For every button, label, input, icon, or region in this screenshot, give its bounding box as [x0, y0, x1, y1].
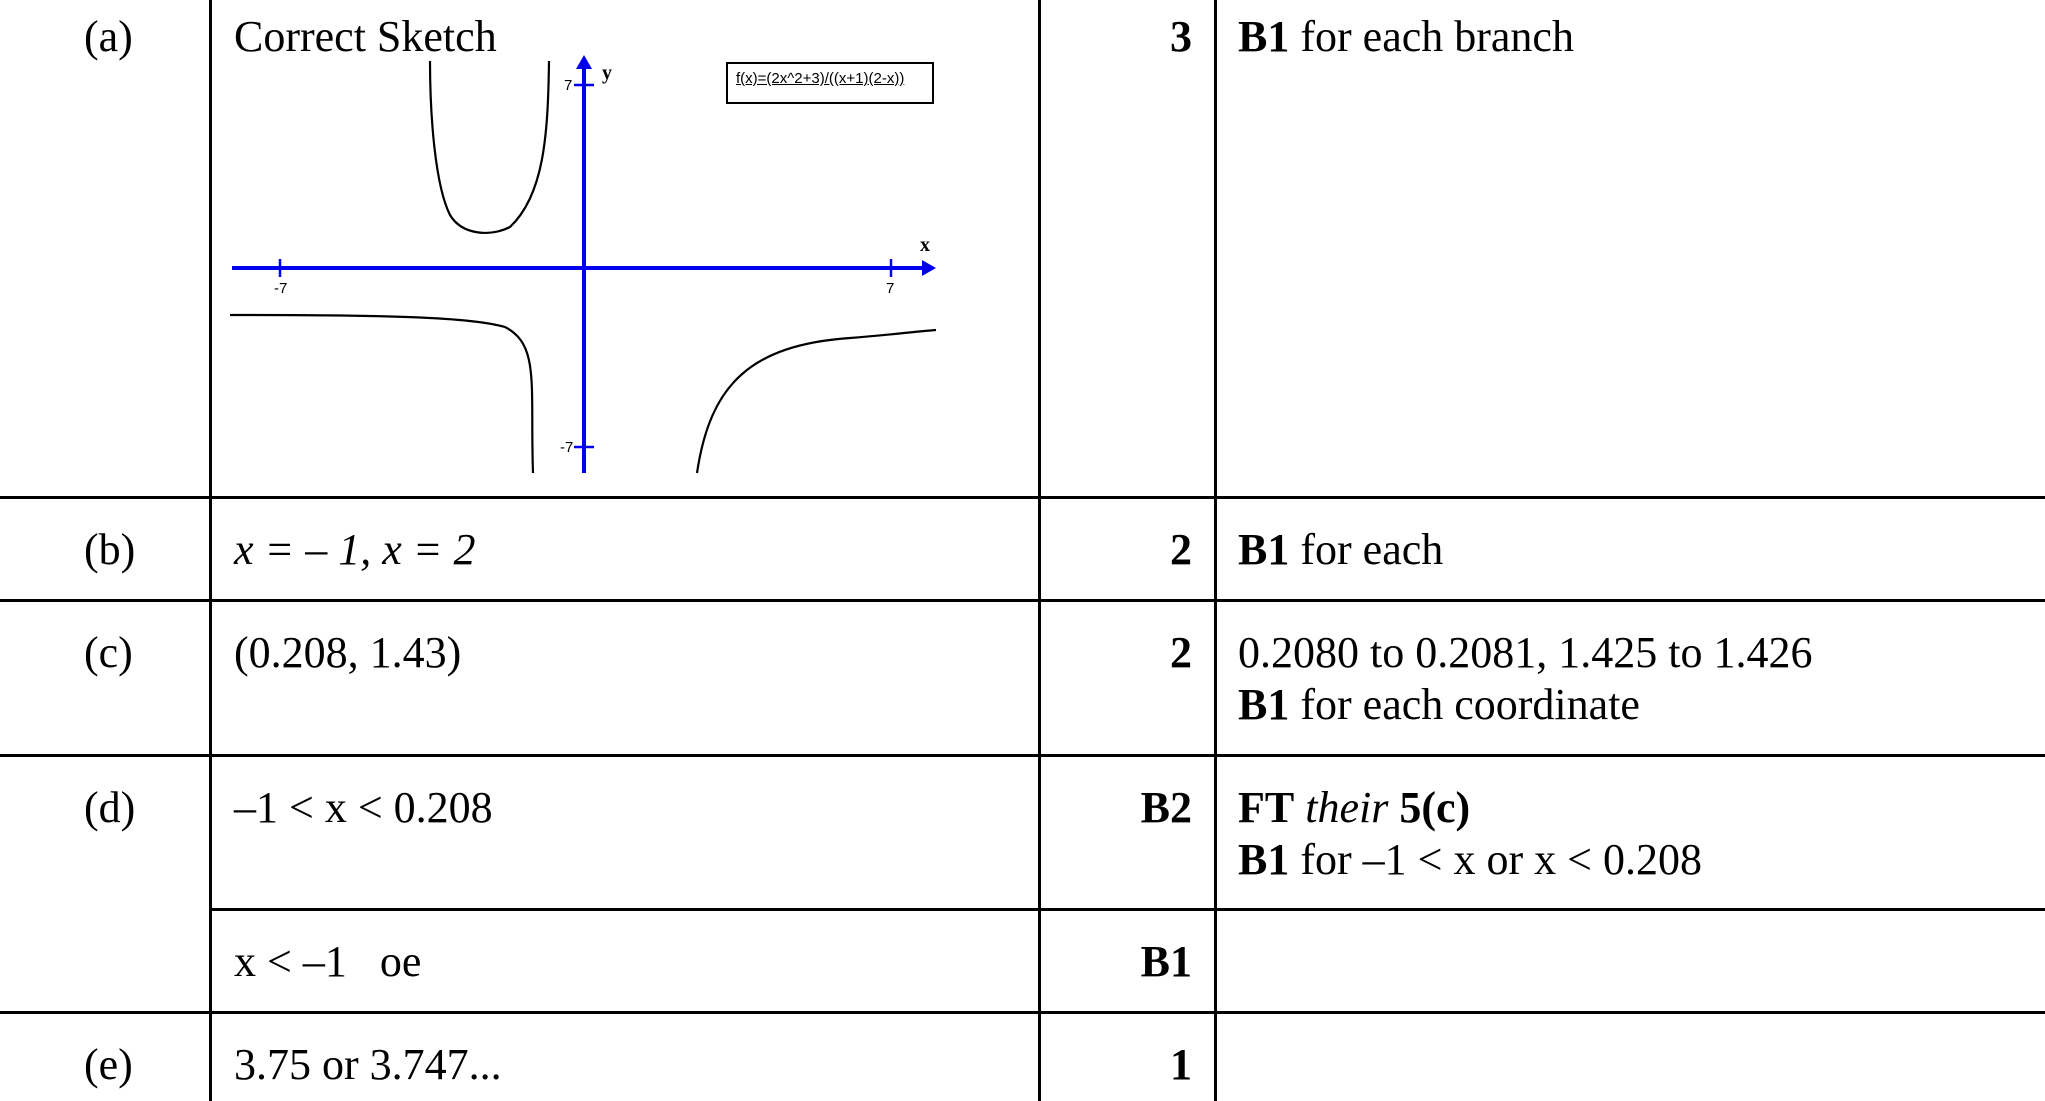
row-divider-d-inner	[209, 908, 2045, 911]
left-branch-curve	[230, 313, 535, 474]
row-divider-c	[0, 754, 2045, 757]
upper-branch-curve	[428, 60, 551, 234]
answer-d: –1 < x < 0.208	[234, 783, 493, 832]
marks-d: B2	[1140, 783, 1192, 832]
part-label-b: (b)	[84, 525, 136, 574]
axes	[232, 59, 930, 473]
marks-b: 2	[1170, 525, 1192, 574]
answer-b: x = – 1, x = 2	[234, 525, 476, 574]
right-branch-curve	[695, 328, 937, 474]
y-tick-label-pos7: 7	[564, 77, 572, 94]
y-axis-label: y	[602, 62, 612, 84]
column-divider-2	[1038, 0, 1041, 1101]
function-sketch: -7 7 7 -7 y x	[230, 55, 937, 474]
y-tick-label-neg7: -7	[560, 439, 573, 456]
marks-a: 3	[1170, 12, 1192, 61]
x-axis-label: x	[920, 234, 930, 256]
marks-c: 2	[1170, 628, 1192, 677]
function-legend: f(x)=(2x^2+3)/((x+1)(2-x))	[726, 62, 934, 104]
row-divider-d	[0, 1011, 2045, 1014]
part-label-c: (c)	[84, 628, 133, 677]
guidance-d-line1: FT their 5(c)	[1238, 783, 1471, 832]
x-tick-label-neg7: -7	[274, 280, 287, 297]
column-divider-1	[209, 0, 212, 1101]
guidance-c-line2: B1 for each coordinate	[1238, 680, 1640, 729]
x-tick-label-pos7: 7	[886, 280, 894, 297]
guidance-c-line1: 0.2080 to 0.2081, 1.425 to 1.426	[1238, 628, 1813, 677]
answer-d2: x < –1 oe	[234, 937, 422, 986]
answer-a: Correct Sketch	[234, 12, 497, 61]
part-label-d: (d)	[84, 783, 136, 832]
marks-e: 1	[1170, 1040, 1192, 1089]
row-divider-a	[0, 496, 2045, 499]
y-axis-arrow	[576, 55, 592, 69]
guidance-d-line2: B1 for –1 < x or x < 0.208	[1238, 835, 1702, 884]
column-divider-3	[1214, 0, 1217, 1101]
part-label-a: (a)	[84, 12, 133, 61]
part-label-e: (e)	[84, 1040, 133, 1089]
answer-c: (0.208, 1.43)	[234, 628, 462, 677]
x-axis-arrow	[922, 260, 936, 276]
guidance-a: B1 for each branch	[1238, 12, 1574, 61]
row-divider-b	[0, 599, 2045, 602]
answer-e: 3.75 or 3.747...	[234, 1040, 502, 1089]
guidance-b: B1 for each	[1238, 525, 1444, 574]
marks-d2: B1	[1140, 937, 1192, 986]
function-legend-text: f(x)=(2x^2+3)/((x+1)(2-x))	[736, 70, 905, 87]
